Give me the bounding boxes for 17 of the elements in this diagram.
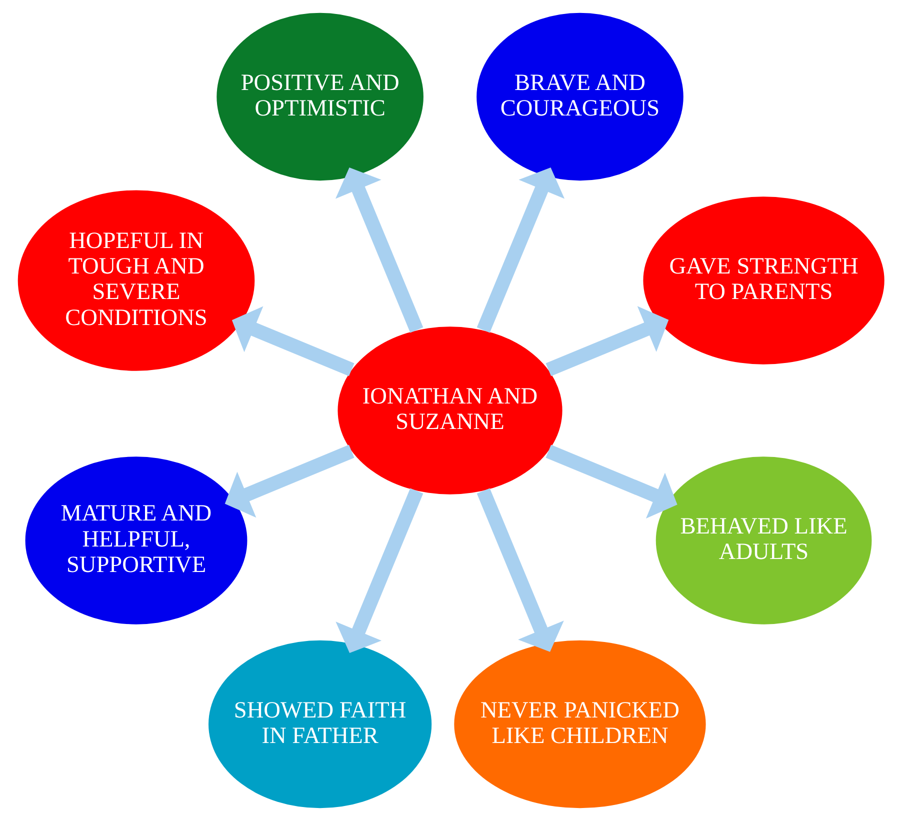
- node-ellipse: MATURE AND HELPFUL, SUPPORTIVE: [25, 456, 248, 624]
- arrow: [232, 306, 354, 376]
- node-ellipse: NEVER PANICKED LIKE CHILDREN: [454, 640, 706, 808]
- arrow: [546, 306, 669, 376]
- arrow: [476, 488, 564, 652]
- node-ellipse: BEHAVED LIKE ADULTS: [656, 456, 872, 624]
- arrow: [224, 444, 354, 518]
- node-ellipse: POSITIVE AND OPTIMISTIC: [216, 12, 424, 181]
- arrow: [335, 167, 424, 333]
- node-ellipse: HOPEFUL IN TOUGH AND SEVERE CONDITIONS: [18, 190, 255, 371]
- arrow: [476, 167, 565, 333]
- node-ellipse: BRAVE AND COURAGEOUS: [476, 12, 684, 181]
- node-ellipse: IONATHAN AND SUZANNE: [338, 326, 562, 494]
- arrow: [546, 444, 678, 519]
- node-ellipse: SHOWED FAITH IN FATHER: [208, 640, 432, 808]
- node-ellipse: GAVE STRENGTH TO PARENTS: [643, 196, 884, 364]
- arrow: [336, 488, 424, 653]
